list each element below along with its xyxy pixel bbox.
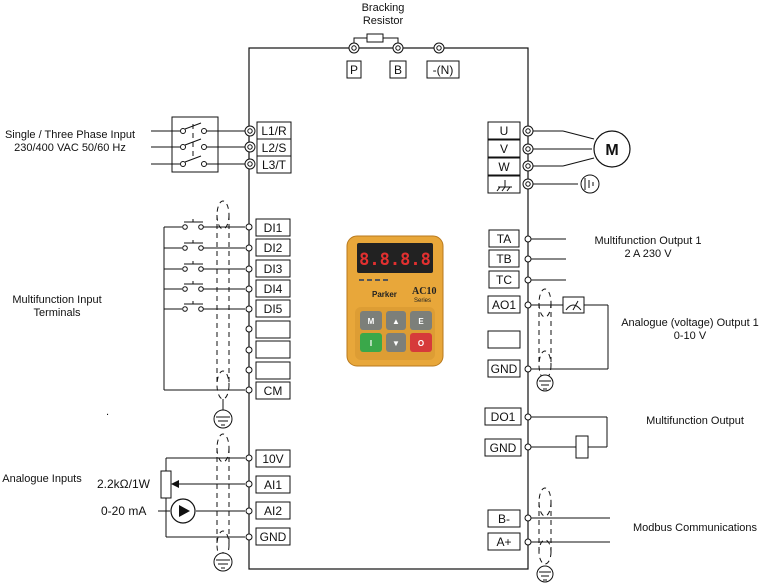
motor-terminal-screws	[522, 125, 534, 190]
terminal-gnd-ai: GND	[260, 530, 287, 544]
isolator-switches	[151, 122, 248, 167]
terminal-tb: TB	[496, 252, 511, 266]
analogue-output-wiring	[524, 301, 609, 373]
analogue-inputs-label: Analogue Inputs	[2, 473, 82, 485]
terminal-blank-1	[255, 320, 291, 339]
digital-input-terminal-points	[245, 223, 253, 394]
keypad-key-e	[410, 311, 432, 330]
terminal-cm: CM	[264, 384, 283, 398]
modbus-wiring	[524, 514, 610, 546]
analogue-input-terminal-points	[245, 454, 253, 541]
svg-text:▼: ▼	[392, 339, 400, 348]
terminal-b-minus: B-	[498, 512, 510, 526]
svg-text:O: O	[418, 339, 424, 348]
chassis-ground-icon	[496, 180, 512, 192]
analogue-output-label-line1: Analogue (voltage) Output 1	[621, 317, 759, 329]
relay-output-label-line1: Multifunction Output 1	[594, 235, 701, 247]
keypad-key-down	[386, 333, 406, 352]
relay-output-wiring	[524, 235, 566, 284]
keypad-brand: Parker	[372, 290, 397, 299]
relay-coil-icon	[575, 435, 589, 459]
terminal-gnd-ao: GND	[491, 362, 518, 376]
digital-input-switches	[163, 219, 245, 391]
terminal-gnd-do: GND	[490, 441, 517, 455]
digital-output-label: Multifunction Output	[646, 415, 744, 427]
terminal-di3: DI3	[264, 262, 283, 276]
current-source-icon	[170, 498, 196, 524]
current-value-label: 0-20 mA	[101, 504, 146, 518]
digital-input-shield	[213, 200, 233, 429]
terminal-b: B	[394, 63, 402, 77]
power-input-label-line1: Single / Three Phase Input	[5, 129, 135, 141]
power-input-label-line2: 230/400 VAC 50/60 Hz	[14, 142, 126, 154]
keypad-key-stop	[410, 333, 432, 352]
terminal-10v: 10V	[262, 452, 283, 466]
voltmeter-icon	[562, 296, 585, 314]
terminal-blank-3	[255, 361, 291, 380]
terminal-di2: DI2	[264, 241, 283, 255]
modbus-label: Modbus Communications	[633, 522, 758, 534]
keypad-model-line2: Series	[414, 298, 431, 304]
terminal-ai1: AI1	[264, 478, 282, 492]
terminal-a-plus: A+	[496, 535, 511, 549]
terminal-di1: DI1	[264, 221, 283, 235]
terminal-ao1: AO1	[492, 298, 516, 312]
svg-text:I: I	[370, 339, 372, 348]
keypad-panel: 8.8.8.8 Parker AC10 Series M ▲ E I ▼ O	[346, 235, 444, 367]
terminal-tc: TC	[496, 273, 512, 287]
svg-text:M: M	[368, 317, 375, 326]
analogue-output-label-line2: 0-10 V	[674, 330, 707, 342]
keypad-display: 8.8.8.8	[359, 250, 431, 270]
analogue-output-shield	[536, 288, 554, 392]
terminal-p-screw	[348, 42, 360, 54]
terminal-di5: DI5	[264, 302, 283, 316]
terminal-p: P	[350, 63, 358, 77]
terminal-ta: TA	[497, 232, 511, 246]
terminal-di4: DI4	[264, 282, 283, 296]
resistor-label-line2: Resistor	[363, 15, 404, 27]
keypad-key-up	[386, 311, 406, 330]
motor-wiring	[533, 130, 595, 185]
analogue-input-wiring	[158, 457, 245, 538]
isolator-box	[171, 116, 219, 173]
stray-dot: .	[106, 406, 109, 418]
resistor-label-line1: Bracking	[362, 2, 405, 14]
analogue-input-shield	[213, 433, 233, 572]
digital-output-wiring	[524, 413, 608, 451]
resistor-value-label: 2.2kΩ/1W	[97, 477, 151, 491]
terminal-l1: L1/R	[261, 124, 287, 138]
earth-ground-icon	[580, 174, 600, 194]
motor-icon: M	[593, 130, 631, 168]
terminal-ai2: AI2	[264, 504, 282, 518]
terminal-l2: L2/S	[262, 141, 287, 155]
terminal-b-screw	[392, 42, 404, 54]
modbus-shield	[536, 487, 554, 583]
keypad-key-run	[360, 333, 382, 352]
terminal-n: -(N)	[433, 63, 454, 77]
digital-inputs-label-line1: Multifunction Input	[12, 294, 101, 306]
svg-text:M: M	[605, 142, 618, 159]
terminal-blank-ao	[487, 330, 521, 349]
keypad-key-m	[360, 311, 382, 330]
braking-resistor-symbol	[353, 33, 399, 47]
svg-text:E: E	[418, 317, 424, 326]
terminal-do1: DO1	[491, 410, 516, 424]
terminal-u: U	[500, 124, 509, 138]
relay-output-label-line2: 2 A 230 V	[624, 248, 672, 260]
keypad-model-line1: AC10	[412, 286, 436, 297]
terminal-w: W	[498, 160, 510, 174]
svg-text:▲: ▲	[392, 317, 400, 326]
terminal-n-screw	[433, 42, 445, 54]
terminal-l3: L3/T	[262, 158, 287, 172]
terminal-v: V	[500, 142, 508, 156]
digital-inputs-label-line2: Terminals	[33, 307, 81, 319]
terminal-blank-2	[255, 340, 291, 359]
power-terminal-screws	[244, 125, 256, 170]
